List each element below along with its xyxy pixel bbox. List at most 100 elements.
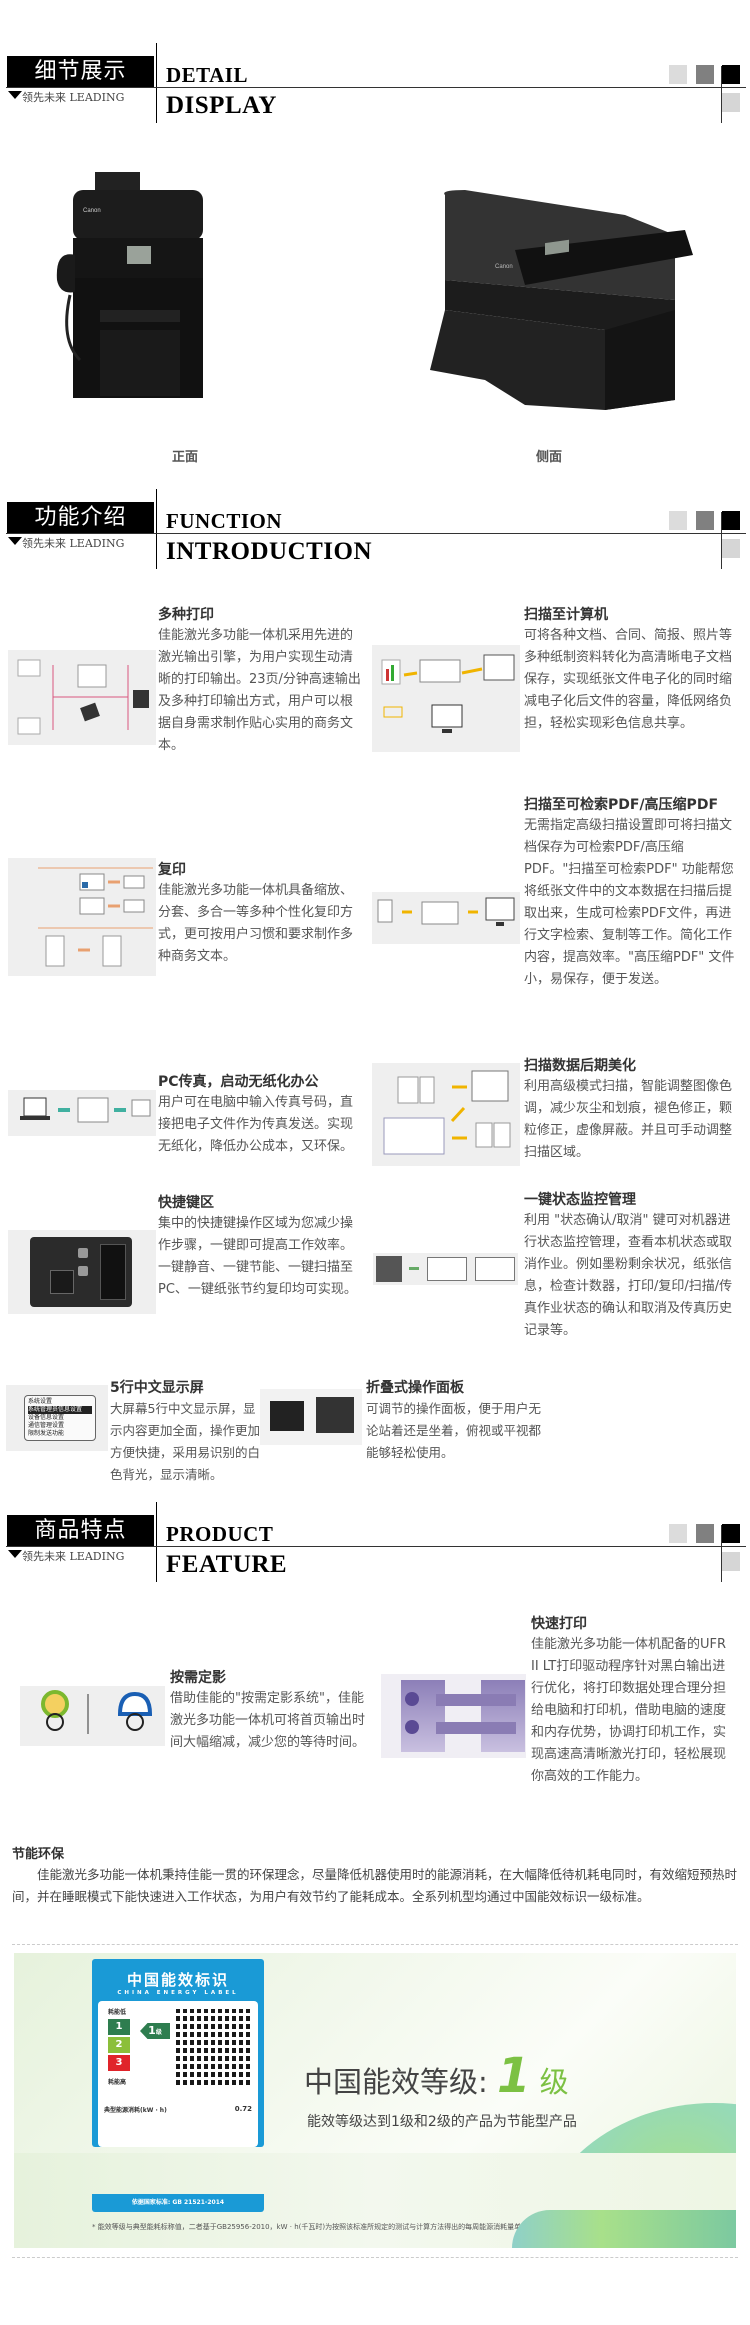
feature-scan-to-pc: 扫描至计算机 可将各种文档、合同、简报、照片等多种纸制资料转化为高清晰电子文档保… — [524, 605, 736, 735]
on-demand-fixing-diagram — [20, 1686, 165, 1746]
globe-bottom — [512, 2210, 736, 2248]
label-consumption-box: 典型能源消耗(kW · h) 0.72 — [98, 2085, 258, 2147]
decor-square — [696, 65, 714, 84]
energy-label-banner: 中国能效标识 CHINA ENERGY LABEL 耗能低 1 2 3 耗能高 … — [14, 1953, 736, 2153]
current-grade-unit: 级 — [155, 2029, 162, 2036]
decor-square — [722, 1552, 740, 1571]
feature-title: 扫描数据后期美化 — [524, 1058, 636, 1074]
feature-scan-enhance: 扫描数据后期美化 利用高级模式扫描，智能调整图像色调，减少灰尘和划痕，褪色修正，… — [524, 1056, 736, 1164]
lcd-line: 系统设置 — [28, 1398, 53, 1405]
current-grade-arrow: 1级 — [140, 2023, 170, 2039]
decor-square — [722, 511, 740, 530]
status-monitor-diagram — [373, 1253, 518, 1285]
feature-pc-fax: PC传真，启动无纸化办公 用户可在电脑中输入传真号码，直接把电子文件作为传真发送… — [158, 1072, 363, 1158]
section-title-en-1: PRODUCT — [166, 1522, 274, 1546]
section-tagline: 领先未来 LEADING — [22, 1550, 125, 1563]
section-header-function: 功能介绍 领先未来 LEADING FUNCTION INTRODUCTION — [0, 489, 750, 569]
feature-body: 利用高级模式扫描，智能调整图像色调，减少灰尘和划痕，褪色修正，颗粒修正，虚像屏蔽… — [524, 1079, 733, 1160]
section-title-cn: 商品特点 — [7, 1515, 154, 1546]
feature-body: 利用 "状态确认/取消" 键可对机器进行状态监控管理，查看本机状态或取消作业。例… — [524, 1213, 733, 1338]
grade-3: 3 — [108, 2055, 130, 2071]
feature-tilt-panel: 折叠式操作面板 可调节的操作面板，便于用户无论站着还是坐着，俯视或平视都能够轻松… — [366, 1378, 546, 1464]
printer-side-photo: Canon — [425, 180, 695, 410]
feature-title: 折叠式操作面板 — [366, 1380, 464, 1396]
section-title-en-2: DISPLAY — [166, 92, 277, 119]
feature-title: 一键状态监控管理 — [524, 1192, 636, 1208]
section-title-cn: 功能介绍 — [7, 502, 154, 533]
feature-title: 快捷键区 — [158, 1195, 214, 1211]
feature-body: 可调节的操作面板，便于用户无论站着还是坐着，俯视或平视都能够轻松使用。 — [366, 1401, 542, 1460]
headline-grade: 1 — [497, 2048, 531, 2104]
feature-scan-to-pdf: 扫描至可检索PDF/高压缩PDF 无需指定高级扫描设置即可将扫描文档保存为可检索… — [524, 795, 736, 991]
section-header-product: 商品特点 领先未来 LEADING PRODUCT FEATURE — [0, 1502, 750, 1582]
decor-square — [696, 511, 714, 530]
feature-title: 多种打印 — [158, 607, 214, 623]
environment-title: 节能环保 — [12, 1847, 65, 1862]
decor-square — [722, 1524, 740, 1543]
label-title-cn: 中国能效标识 — [126, 1971, 229, 1989]
label-standard-strip: 依据国家标准: GB 21521-2014 — [92, 2194, 264, 2212]
decor-square — [722, 539, 740, 558]
front-caption: 正面 — [172, 450, 199, 465]
feature-status-monitor: 一键状态监控管理 利用 "状态确认/取消" 键可对机器进行状态监控管理，查看本机… — [524, 1190, 736, 1342]
brand-logo: Canon — [495, 264, 513, 270]
divider — [156, 43, 157, 123]
feature-body: 佳能激光多功能一体机具备缩放、分套、多合一等多种个性化复印方式，更可按用户习惯和… — [158, 883, 354, 964]
feature-lcd-display: 5行中文显示屏 大屏幕5行中文显示屏，显示内容更加全面，操作更加方便快捷，采用易… — [110, 1378, 260, 1486]
label-standard: 依据国家标准: GB 21521-2014 — [131, 2199, 225, 2206]
feature-body: 无需指定高级扫描设置即可将扫描文档保存为可检索PDF/高压缩PDF。"扫描至可检… — [524, 818, 735, 987]
decor-square — [669, 1524, 687, 1543]
feature-on-demand-fixing: 按需定影 借助佳能的"按需定影系统"，佳能激光多功能一体机可将首页输出时间大幅缩… — [170, 1668, 370, 1754]
scan-to-pc-diagram — [372, 645, 520, 752]
section-title-en-1: FUNCTION — [166, 509, 283, 533]
feature-body: 用户可在电脑中输入传真号码，直接把电子文件作为传真发送。实现无纸化，降低办公成本… — [158, 1095, 354, 1154]
decor-square — [722, 93, 740, 112]
divider — [6, 1546, 746, 1547]
feature-fast-print: 快速打印 佳能激光多功能一体机配备的UFR II LT打印驱动程序针对黑白输出进… — [531, 1614, 736, 1788]
feature-copy: 复印 佳能激光多功能一体机具备缩放、分套、多合一等多种个性化复印方式，更可按用户… — [158, 860, 363, 968]
grade-1: 1 — [108, 2019, 130, 2035]
side-caption: 侧面 — [536, 450, 563, 465]
feature-title: 扫描至可检索PDF/高压缩PDF — [524, 797, 719, 813]
divider — [721, 512, 722, 569]
pc-fax-diagram — [8, 1090, 156, 1136]
divider — [6, 533, 746, 534]
feature-title: 复印 — [158, 862, 186, 878]
energy-grade-headline: 中国能效等级: 1 级 — [304, 2048, 569, 2104]
scan-enhance-diagram — [372, 1063, 520, 1166]
decor-square — [696, 1524, 714, 1543]
qr-code-icon — [176, 2009, 252, 2085]
lcd-line: 通信管理设置 — [28, 1422, 65, 1429]
energy-footnote: * 能效等级与典型能耗标称值，二者基于GB25956-2010，kW · h(千… — [92, 2223, 536, 2231]
fast-print-diagram — [381, 1674, 526, 1758]
decor-square — [669, 511, 687, 530]
divider — [6, 87, 746, 88]
grade-2: 2 — [108, 2037, 130, 2053]
feature-body: 可将各种文档、合同、简报、照片等多种纸制资料转化为高清晰电子文档保存，实现纸张文… — [524, 628, 733, 731]
shortcut-keys-photo — [8, 1230, 156, 1314]
copy-diagram — [8, 858, 156, 976]
decor-square — [722, 65, 740, 84]
section-title-en-1: DETAIL — [166, 63, 248, 87]
section-tagline: 领先未来 LEADING — [22, 91, 125, 104]
divider — [156, 1502, 157, 1582]
headline-suffix: 级 — [539, 2065, 569, 2099]
divider — [721, 66, 722, 123]
low-consumption-text: 耗能低 — [108, 2009, 127, 2016]
feature-body: 佳能激光多功能一体机采用先进的激光输出引擎，为用户实现生动清晰的打印输出。23页… — [158, 628, 361, 753]
dotted-divider — [12, 2257, 738, 2258]
multi-print-diagram — [8, 650, 156, 745]
feature-body: 借助佳能的"按需定影系统"，佳能激光多功能一体机可将首页输出时间大幅缩减，减少您… — [170, 1691, 366, 1750]
dotted-divider — [12, 1944, 738, 1945]
headline-prefix: 中国能效等级: — [304, 2065, 488, 2099]
feature-body: 大屏幕5行中文显示屏，显示内容更加全面，操作更加方便快捷，采用易识别的白色背光，… — [110, 1401, 261, 1482]
scan-to-pdf-diagram — [372, 892, 520, 944]
label-title-en: CHINA ENERGY LABEL — [117, 1990, 239, 1996]
divider — [156, 489, 157, 569]
triangle-down-icon — [8, 537, 22, 545]
feature-body: 佳能激光多功能一体机配备的UFR II LT打印驱动程序针对黑白输出进行优化，将… — [531, 1637, 727, 1784]
triangle-down-icon — [8, 1550, 22, 1558]
high-consumption-text: 耗能高 — [108, 2079, 127, 2086]
brand-logo: Canon — [83, 208, 101, 214]
feature-title: PC传真，启动无纸化办公 — [158, 1074, 319, 1090]
